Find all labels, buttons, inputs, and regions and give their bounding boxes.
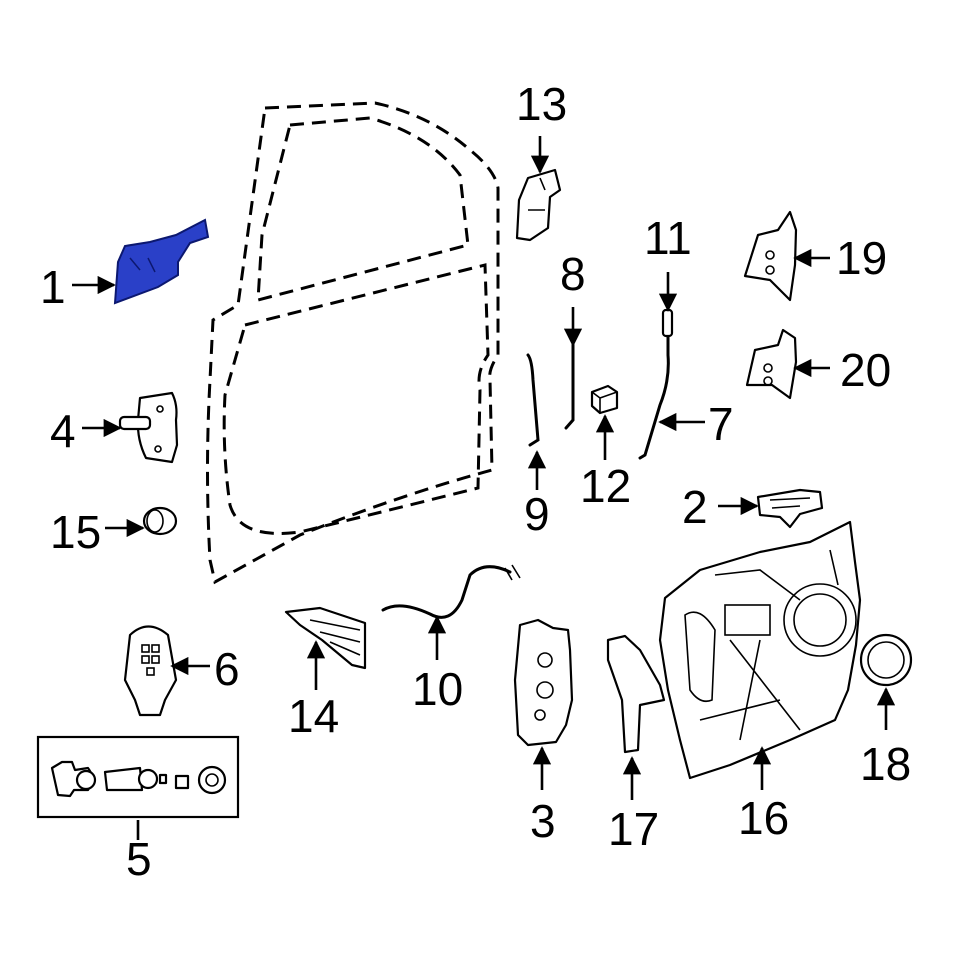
part-15-bumper[interactable] <box>142 506 178 536</box>
part-17-carrier-bracket[interactable] <box>606 634 666 754</box>
callout-6: 6 <box>214 643 240 695</box>
callout-14: 14 <box>288 690 339 742</box>
part-13-bracket[interactable] <box>515 168 562 242</box>
callout-7: 7 <box>708 398 734 450</box>
part-2-handle-bracket[interactable] <box>756 488 824 529</box>
part-9-rod[interactable] <box>526 353 540 447</box>
callout-16: 16 <box>738 792 789 844</box>
callout-18: 18 <box>860 738 911 790</box>
callout-17: 17 <box>608 803 659 855</box>
part-3-latch[interactable] <box>513 618 574 747</box>
part-7-rod[interactable] <box>638 308 674 460</box>
callout-5: 5 <box>126 833 152 885</box>
part-19-hinge[interactable] <box>743 210 798 302</box>
callout-9: 9 <box>524 488 550 540</box>
callout-13: 13 <box>516 78 567 130</box>
part-6-key-fob[interactable] <box>123 625 178 717</box>
part-4-striker[interactable] <box>118 391 179 464</box>
callout-8: 8 <box>560 248 586 300</box>
callout-10: 10 <box>412 663 463 715</box>
callout-12: 12 <box>580 460 631 512</box>
door-outline <box>206 101 500 585</box>
part-18-ring[interactable] <box>859 633 913 687</box>
callout-labels: 1 2 3 4 5 6 7 8 9 10 11 12 13 14 15 16 1… <box>40 78 911 885</box>
part-10-cable[interactable] <box>381 564 521 619</box>
callout-1: 1 <box>40 261 66 313</box>
part-8-rod[interactable] <box>564 343 575 430</box>
callout-4: 4 <box>50 405 76 457</box>
part-14-shield[interactable] <box>284 606 367 670</box>
callout-11: 11 <box>644 212 692 264</box>
callout-15: 15 <box>50 506 101 558</box>
callout-2: 2 <box>682 481 708 533</box>
callout-20: 20 <box>840 344 891 396</box>
leader-lines <box>72 136 896 840</box>
callout-19: 19 <box>836 232 887 284</box>
callout-3: 3 <box>530 795 556 847</box>
part-1-outside-handle[interactable] <box>113 218 210 305</box>
part-12-clip[interactable] <box>590 384 619 415</box>
part-16-module-panel[interactable] <box>658 520 862 780</box>
part-20-hinge[interactable] <box>745 328 798 400</box>
part-5-lock-cylinder-set[interactable] <box>36 735 240 819</box>
